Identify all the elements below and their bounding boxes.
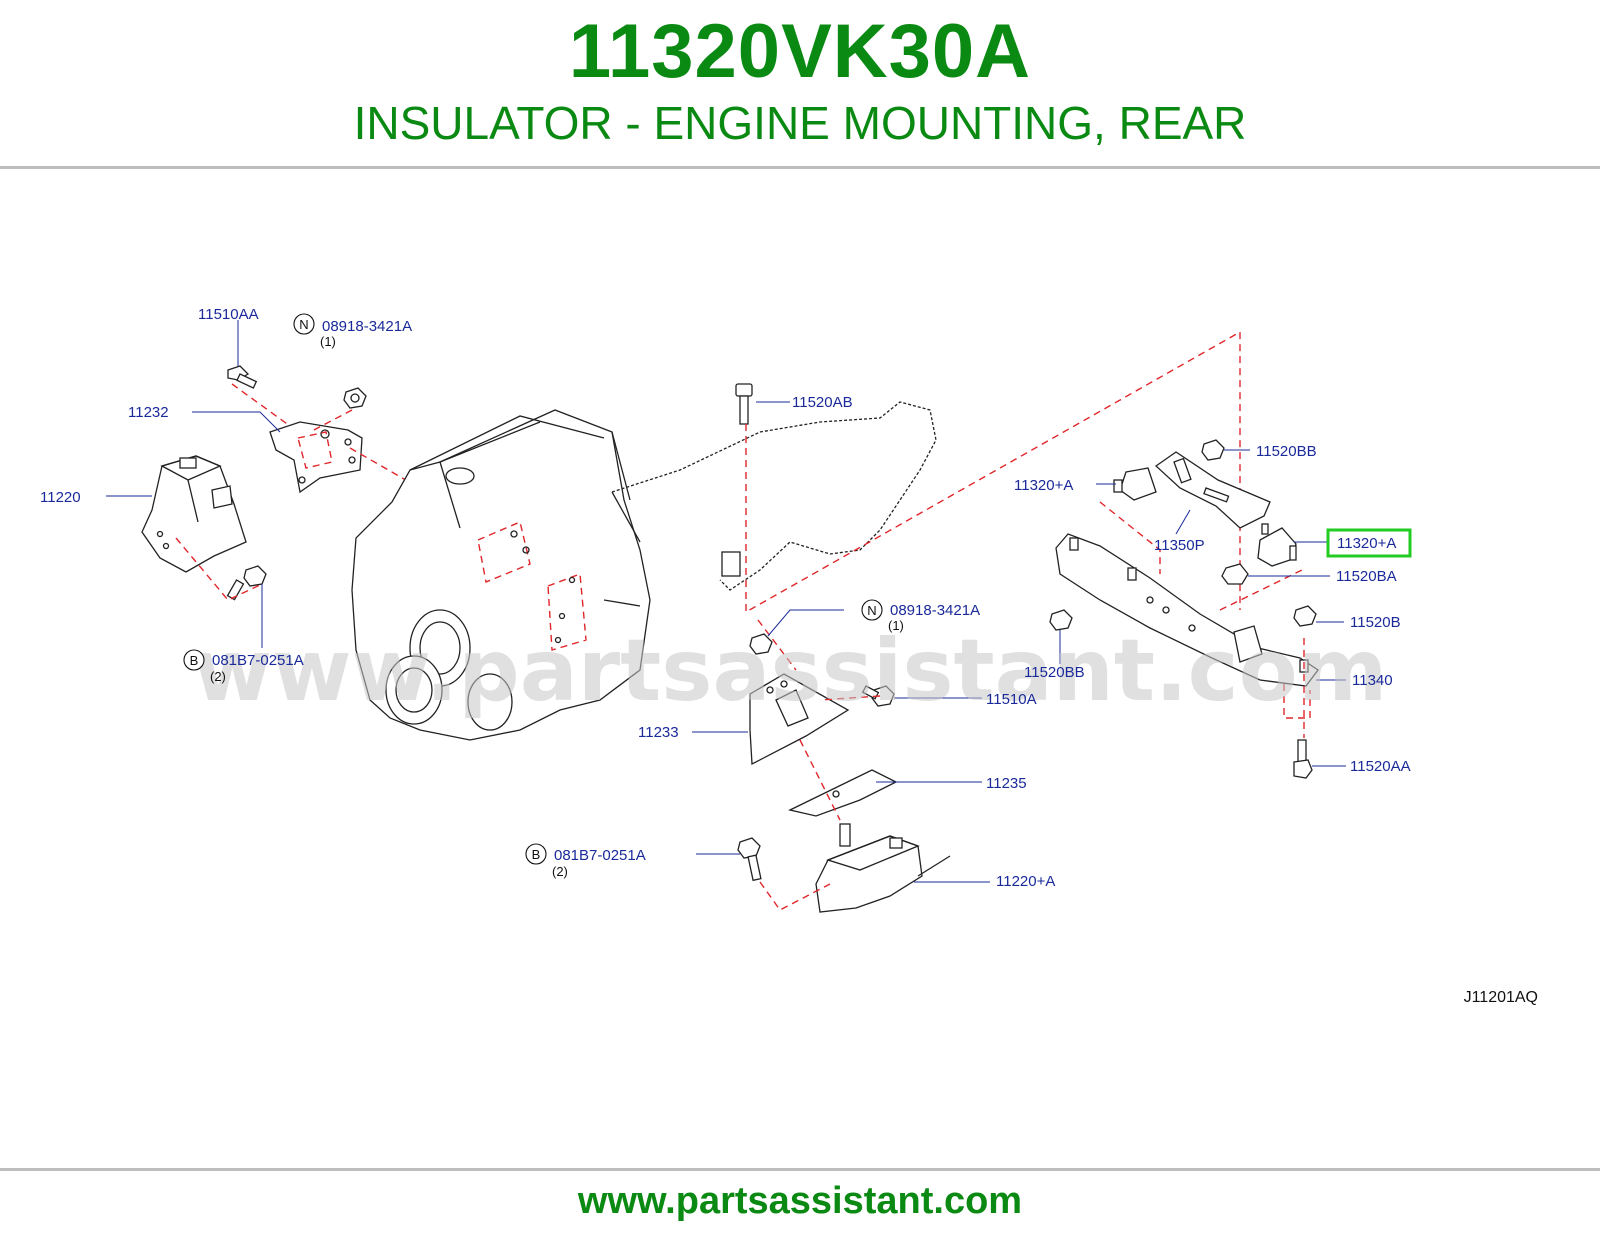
bracket-11232-drawing [269, 421, 363, 494]
bolt-11510a-drawing [861, 685, 895, 707]
callout-prefix: B [190, 653, 199, 668]
callout-11520bb-bottom[interactable]: 11520BB [1024, 664, 1085, 681]
callout-11320-plus-a-highlight[interactable]: 11320+A [1337, 535, 1396, 552]
engine-block-drawing [351, 409, 651, 741]
bolt-081b7-left-drawing [226, 565, 267, 601]
callout-11520bb-top[interactable]: 11520BB [1256, 443, 1317, 460]
callout-08918-3421a-mid[interactable]: 08918-3421A [890, 602, 980, 619]
callout-08918-3421a-top[interactable]: 08918-3421A [322, 318, 412, 335]
callout-11232[interactable]: 11232 [128, 404, 169, 421]
callout-081b7-0251a-bottom[interactable]: 081B7-0251A [554, 847, 646, 864]
bracket-11350p-drawing [1154, 451, 1271, 529]
nut-08918-top-drawing [343, 387, 367, 409]
note-b-icon [183, 649, 205, 671]
watermark-text: www.partsassistant.com [193, 621, 1388, 721]
callout-11520aa[interactable]: 11520AA [1350, 758, 1411, 775]
footer-url[interactable]: www.partsassistant.com [577, 1180, 1023, 1222]
page-header: 11320VK30A INSULATOR - ENGINE MOUNTING, … [0, 0, 1600, 168]
nut-11520bb-bottom-drawing [1049, 609, 1073, 631]
nut-11520ba-drawing [1221, 563, 1249, 585]
note-b-icon [525, 843, 547, 865]
header-divider [0, 166, 1600, 169]
nut-11520b-drawing [1293, 605, 1317, 627]
callout-qty: (1) [888, 618, 904, 633]
part-number-title: 11320VK30A [568, 9, 1032, 94]
callout-qty: (2) [210, 669, 226, 684]
callout-11520ba[interactable]: 11520BA [1336, 568, 1397, 585]
callout-qty: (2) [552, 864, 568, 879]
callout-11340[interactable]: 11340 [1352, 672, 1393, 689]
callout-11233[interactable]: 11233 [638, 724, 679, 741]
parts-diagram: www.partsassistant.com 11510AA N 08918-3… [0, 170, 1600, 1170]
callout-11510a[interactable]: 11510A [986, 691, 1037, 708]
insulator-11220-drawing [141, 455, 247, 573]
diagram-code: J11201AQ [1464, 989, 1538, 1006]
callout-11320-plus-a-left[interactable]: 11320+A [1014, 477, 1073, 494]
note-n-icon [293, 313, 315, 335]
insulator-11320a-left-drawing [1113, 467, 1157, 501]
callout-prefix: N [299, 317, 308, 332]
plate-11235-drawing [788, 769, 898, 817]
callout-prefix: B [532, 847, 541, 862]
callout-11520b[interactable]: 11520B [1350, 614, 1401, 631]
bolt-11520ab-drawing [735, 383, 753, 425]
insulator-11320a-highlight-drawing [1257, 523, 1297, 567]
footer-divider [0, 1168, 1600, 1171]
highlight-box [1326, 528, 1412, 558]
nut-08918-mid-drawing [749, 633, 773, 655]
callout-qty: (1) [320, 334, 336, 349]
transmission-drawing [611, 401, 937, 591]
note-n-icon [861, 599, 883, 621]
callout-11350p[interactable]: 11350P [1154, 537, 1205, 554]
bolt-11510aa-drawing [227, 365, 258, 389]
bolt-11520aa-drawing [1293, 739, 1313, 779]
callout-11220-plus-a[interactable]: 11220+A [996, 873, 1055, 890]
insulator-11220a-drawing [815, 823, 951, 913]
nut-11520bb-top-drawing [1201, 439, 1225, 461]
callout-11510aa[interactable]: 11510AA [198, 306, 259, 323]
callout-11520ab[interactable]: 11520AB [792, 394, 853, 411]
callout-11220[interactable]: 11220 [40, 489, 81, 506]
bolt-081b7-bottom-drawing [737, 837, 762, 882]
part-name-subtitle: INSULATOR - ENGINE MOUNTING, REAR [353, 97, 1247, 149]
callout-11235[interactable]: 11235 [986, 775, 1027, 792]
callout-prefix: N [867, 603, 876, 618]
callout-081b7-0251a-left[interactable]: 081B7-0251A [212, 652, 304, 669]
bracket-11233-drawing [749, 673, 850, 766]
